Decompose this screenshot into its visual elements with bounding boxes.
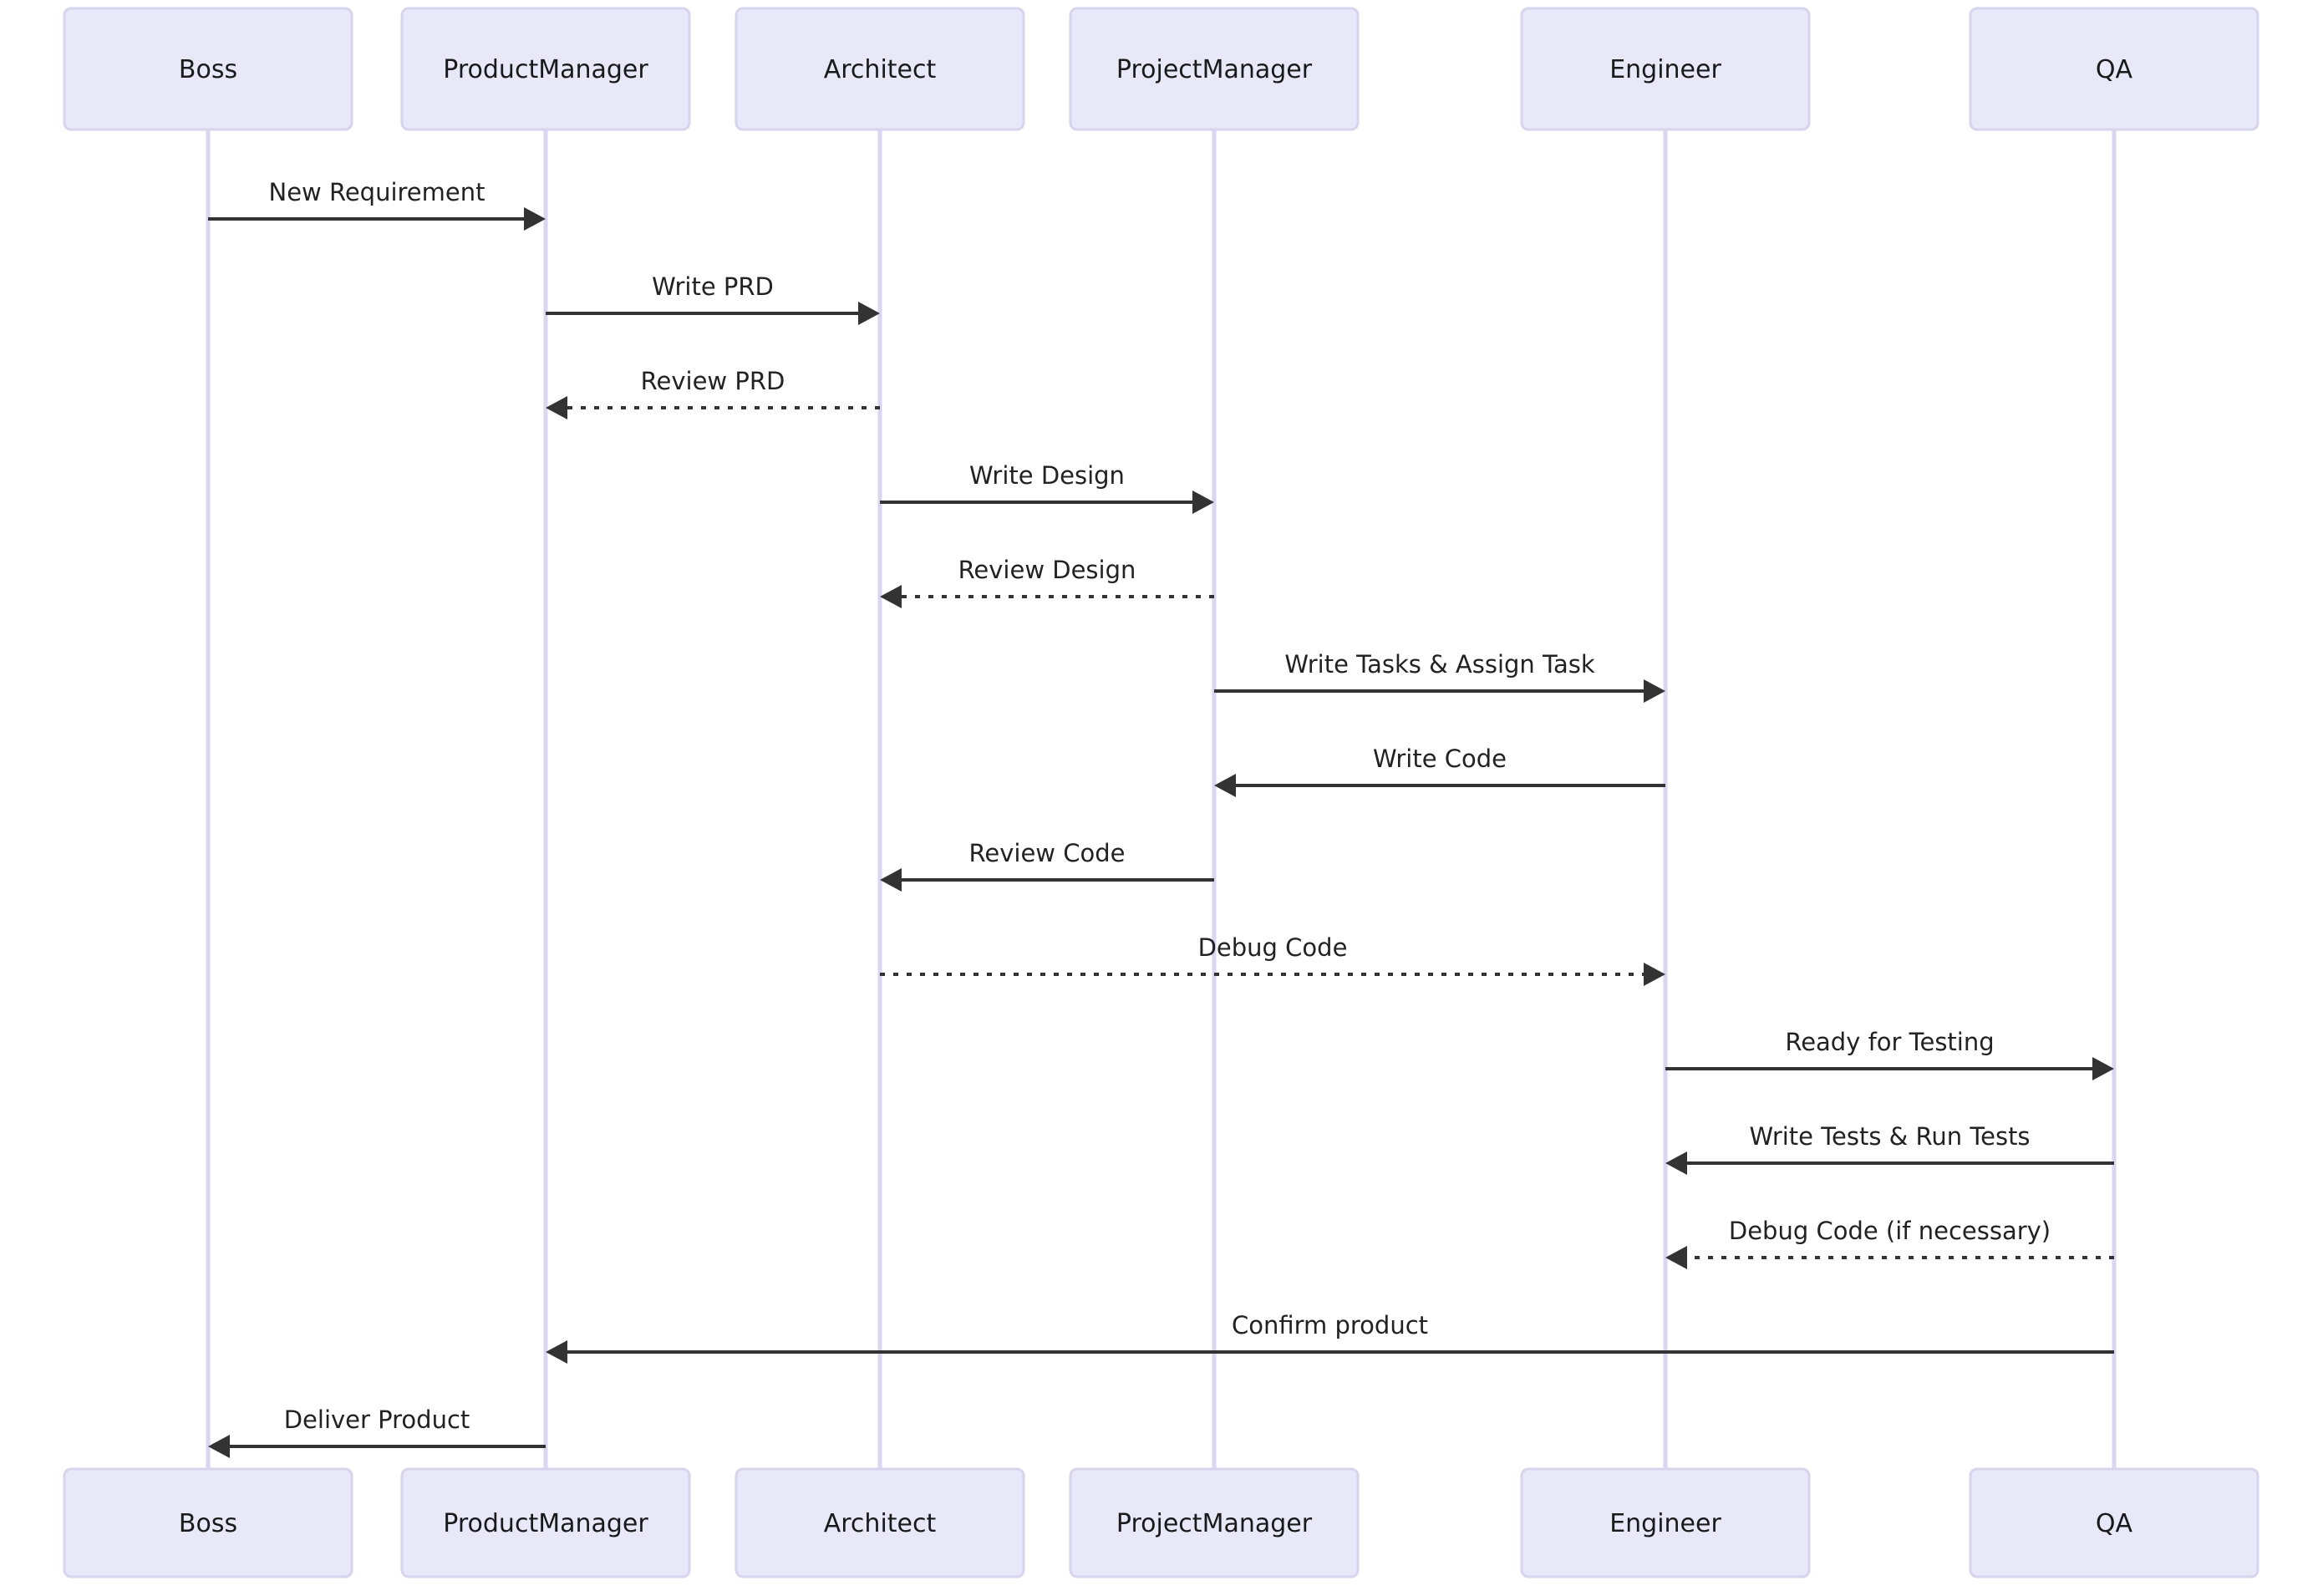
message-3[interactable]: Review PRD	[546, 367, 880, 419]
message-1[interactable]: New Requirement	[208, 178, 546, 231]
message-label: Write Tests & Run Tests	[1749, 1122, 2030, 1151]
message-arrowhead	[880, 585, 902, 608]
message-arrowhead	[1644, 963, 1665, 986]
message-label: Review Design	[958, 556, 1136, 584]
message-label: Deliver Product	[284, 1405, 470, 1434]
message-10[interactable]: Ready for Testing	[1665, 1028, 2114, 1080]
actor-rect	[1069, 7, 1360, 131]
actor-box-projman-bottom[interactable]: ProjectManager	[1069, 1467, 1360, 1578]
message-label: Debug Code (if necessary)	[1729, 1217, 2051, 1245]
actor-rect	[1520, 1467, 1811, 1578]
actor-label-architect: Architect	[824, 1509, 937, 1538]
message-label: Ready for Testing	[1785, 1028, 1994, 1056]
message-11[interactable]: Write Tests & Run Tests	[1665, 1122, 2114, 1175]
message-arrowhead	[858, 302, 880, 325]
actor-rect	[1520, 7, 1811, 131]
message-label: Review PRD	[641, 367, 785, 395]
actor-rect	[400, 7, 691, 131]
message-label: Write Design	[969, 461, 1125, 490]
actor-label-pm: ProductManager	[443, 1509, 648, 1538]
actor-rect	[735, 1467, 1025, 1578]
message-label: Write Tasks & Assign Task	[1284, 650, 1594, 679]
actor-label-engineer: Engineer	[1609, 1509, 1721, 1538]
actor-label-boss: Boss	[179, 55, 237, 84]
actor-box-architect-bottom[interactable]: Architect	[735, 1467, 1025, 1578]
message-label: New Requirement	[269, 178, 485, 206]
message-arrowhead	[208, 1435, 230, 1458]
message-label: Debug Code	[1198, 933, 1348, 962]
message-label: Write Code	[1373, 745, 1507, 773]
message-arrowhead	[1665, 1151, 1687, 1175]
message-arrowhead	[880, 868, 902, 892]
actor-label-qa: QA	[2096, 55, 2133, 84]
actor-label-pm: ProductManager	[443, 55, 648, 84]
actor-rect	[400, 1467, 691, 1578]
message-4[interactable]: Write Design	[880, 461, 1214, 514]
actor-box-qa-bottom[interactable]: QA	[1969, 1467, 2259, 1578]
actor-box-engineer-top[interactable]: Engineer	[1520, 7, 1811, 131]
message-14[interactable]: Deliver Product	[208, 1405, 546, 1458]
actor-box-architect-top[interactable]: Architect	[735, 7, 1025, 131]
actor-box-pm-bottom[interactable]: ProductManager	[400, 1467, 691, 1578]
message-label: Write PRD	[652, 272, 774, 301]
message-label: Review Code	[969, 839, 1126, 867]
message-arrowhead	[2092, 1057, 2114, 1080]
actor-rect	[735, 7, 1025, 131]
actor-box-boss-bottom[interactable]: Boss	[63, 1467, 353, 1578]
message-arrowhead	[1192, 490, 1214, 514]
actor-rect	[63, 1467, 353, 1578]
actor-label-boss: Boss	[179, 1509, 237, 1538]
actor-rect	[63, 7, 353, 131]
message-9[interactable]: Debug Code	[880, 933, 1665, 986]
actor-box-projman-top[interactable]: ProjectManager	[1069, 7, 1360, 131]
actor-box-engineer-bottom[interactable]: Engineer	[1520, 1467, 1811, 1578]
message-arrowhead	[524, 207, 546, 231]
actor-rect	[1969, 1467, 2259, 1578]
actor-box-boss-top[interactable]: Boss	[63, 7, 353, 131]
message-5[interactable]: Review Design	[880, 556, 1214, 608]
message-8[interactable]: Review Code	[880, 839, 1214, 892]
actor-label-engineer: Engineer	[1609, 55, 1721, 84]
actor-label-architect: Architect	[824, 55, 937, 84]
message-7[interactable]: Write Code	[1214, 745, 1665, 797]
actor-label-projman: ProjectManager	[1116, 55, 1313, 84]
bottom-actor-boxes-group: Boss ProductManager Architect ProjectManage…	[63, 1467, 2259, 1578]
message-arrowhead	[546, 1340, 567, 1364]
actor-box-qa-top[interactable]: QA	[1969, 7, 2259, 131]
actor-rect	[1969, 7, 2259, 131]
message-arrowhead	[1665, 1246, 1687, 1269]
lifelines-group	[206, 130, 2117, 1469]
message-13[interactable]: Confirm product	[546, 1311, 2114, 1364]
actor-label-projman: ProjectManager	[1116, 1509, 1313, 1538]
message-label: Confirm product	[1232, 1311, 1428, 1339]
message-arrowhead	[1214, 774, 1236, 797]
message-2[interactable]: Write PRD	[546, 272, 880, 325]
message-6[interactable]: Write Tasks & Assign Task	[1214, 650, 1665, 703]
actor-rect	[1069, 1467, 1360, 1578]
message-12[interactable]: Debug Code (if necessary)	[1665, 1217, 2114, 1269]
message-arrowhead	[1644, 679, 1665, 703]
top-actor-boxes-group: Boss ProductManager Architect ProjectManage…	[63, 7, 2259, 131]
actor-box-pm-top[interactable]: ProductManager	[400, 7, 691, 131]
message-arrowhead	[546, 396, 567, 419]
actor-label-qa: QA	[2096, 1509, 2133, 1538]
